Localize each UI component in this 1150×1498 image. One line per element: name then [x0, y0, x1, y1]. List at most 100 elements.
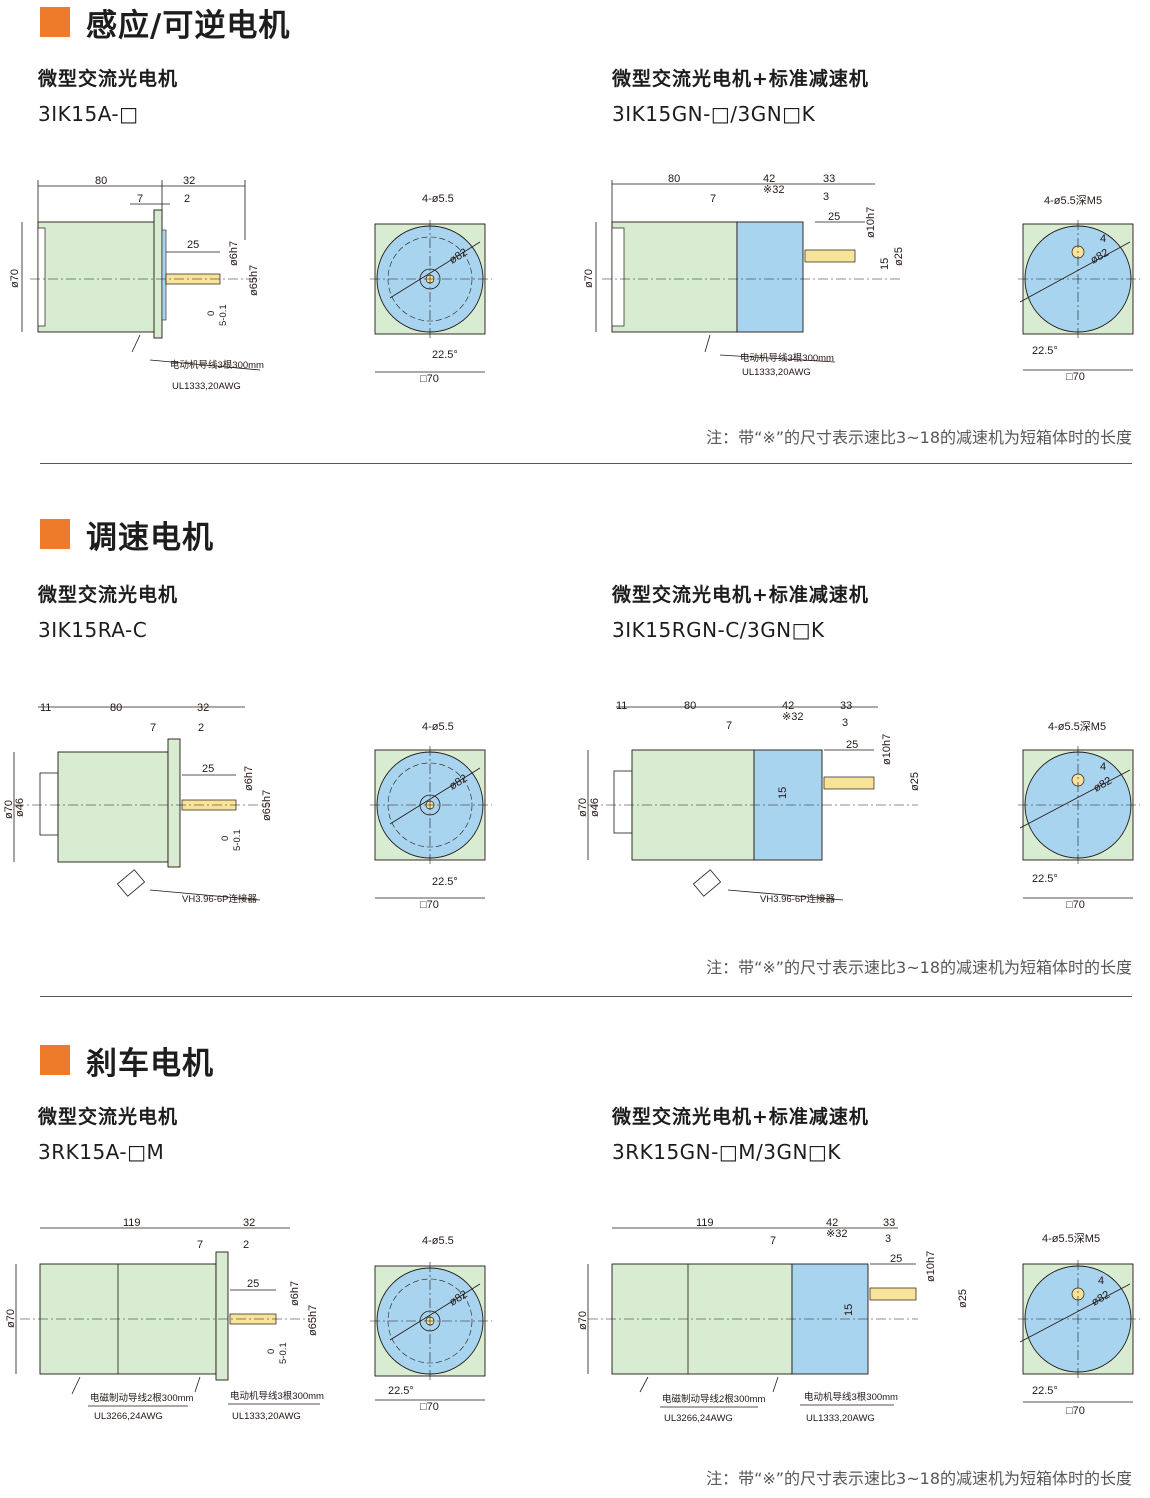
- svg-text:3: 3: [823, 191, 829, 203]
- right-label: 微型交流光电机+标准减速机: [612, 1106, 869, 1128]
- svg-text:ø25: ø25: [909, 772, 921, 791]
- section-divider: [40, 463, 1132, 464]
- svg-text:UL3266,24AWG: UL3266,24AWG: [664, 1413, 733, 1424]
- svg-text:3: 3: [842, 717, 848, 729]
- svg-text:4: 4: [1100, 233, 1106, 245]
- section-marker-icon: [40, 519, 70, 549]
- svg-text:ø25: ø25: [957, 1289, 969, 1308]
- svg-text:※32: ※32: [782, 711, 803, 723]
- front-view-drawing: 4-ø5.5深M5 4 ø82 22.5° □70: [1018, 1232, 1140, 1417]
- left-label: 微型交流光电机: [38, 68, 179, 90]
- svg-text:□70: □70: [420, 373, 439, 385]
- svg-text:电动机导线3根300mm: 电动机导线3根300mm: [740, 352, 834, 364]
- svg-text:80: 80: [684, 700, 696, 712]
- svg-text:ø70: ø70: [577, 1311, 589, 1330]
- svg-text:4-ø5.5深M5: 4-ø5.5深M5: [1048, 720, 1106, 733]
- section-title-speed: 调速电机: [40, 514, 214, 556]
- svg-text:2: 2: [243, 1239, 249, 1251]
- section-marker-icon: [40, 1045, 70, 1075]
- svg-text:33: 33: [823, 173, 835, 185]
- side-view-drawing: 11 80 42 ※32 33 3 7 25 ø70 ø46 15 ø10h7 …: [577, 700, 921, 905]
- svg-text:ø10h7: ø10h7: [881, 734, 893, 765]
- svg-text:5-0.1: 5-0.1: [278, 1342, 289, 1364]
- svg-text:4: 4: [1098, 1275, 1104, 1287]
- svg-text:ø10h7: ø10h7: [865, 207, 877, 238]
- front-view-drawing: 4-ø5.5深M5 4 ø82 22.5° □70: [1018, 720, 1140, 911]
- svg-text:ø10h7: ø10h7: [925, 1251, 937, 1282]
- svg-text:ø70: ø70: [577, 798, 589, 817]
- svg-text:□70: □70: [420, 1401, 439, 1413]
- svg-text:□70: □70: [1066, 371, 1085, 383]
- left-model: 3IK15RA-C: [38, 618, 148, 642]
- svg-text:5-0.1: 5-0.1: [232, 829, 243, 851]
- svg-text:7: 7: [197, 1239, 203, 1251]
- svg-text:42: 42: [763, 173, 775, 185]
- svg-text:15: 15: [843, 1304, 855, 1316]
- front-view-drawing: 4-ø5.5 ø82 22.5° □70: [370, 193, 492, 385]
- svg-text:33: 33: [840, 700, 852, 712]
- svg-text:22.5°: 22.5°: [388, 1385, 414, 1397]
- svg-text:ø70: ø70: [5, 1309, 17, 1328]
- section-marker-icon: [40, 7, 70, 37]
- svg-text:※32: ※32: [763, 184, 784, 196]
- svg-text:电动机导线3根300mm: 电动机导线3根300mm: [804, 1391, 898, 1403]
- right-model: 3IK15RGN-C/3GN□K: [612, 618, 825, 642]
- note-text: 注：带“※”的尺寸表示速比3~18的减速机为短箱体时的长度: [706, 428, 1132, 447]
- front-view-drawing: 4-ø5.5 ø82 22.5° □70: [370, 721, 492, 911]
- svg-text:0: 0: [206, 311, 217, 316]
- svg-text:※32: ※32: [826, 1228, 847, 1240]
- svg-text:电动机导线3根300mm: 电动机导线3根300mm: [230, 1390, 324, 1402]
- svg-text:80: 80: [95, 175, 107, 187]
- svg-text:□70: □70: [420, 899, 439, 911]
- side-view-drawing: 119 42 ※32 33 3 7 25 ø70 15 ø10h7 ø25 电磁…: [577, 1217, 969, 1424]
- svg-text:119: 119: [696, 1217, 714, 1229]
- svg-text:32: 32: [197, 702, 209, 714]
- svg-text:ø65h7: ø65h7: [248, 265, 260, 296]
- svg-text:ø70: ø70: [583, 269, 595, 288]
- svg-text:ø46: ø46: [589, 798, 601, 817]
- note-text: 注：带“※”的尺寸表示速比3~18的减速机为短箱体时的长度: [706, 1469, 1132, 1488]
- svg-text:ø65h7: ø65h7: [307, 1305, 319, 1336]
- svg-text:ø70: ø70: [3, 800, 15, 819]
- svg-text:UL3266,24AWG: UL3266,24AWG: [94, 1411, 163, 1422]
- side-view-drawing: 80 42 ※32 33 3 7 25 ø70 ø10h7 15 ø25 电动机…: [583, 173, 905, 378]
- section-title-induction: 感应/可逆电机: [40, 2, 290, 44]
- svg-text:VH3.96-6P连接器: VH3.96-6P连接器: [182, 893, 257, 905]
- svg-text:电磁制动导线2根300mm: 电磁制动导线2根300mm: [662, 1393, 766, 1405]
- left-model: 3IK15A-□: [38, 102, 139, 126]
- svg-text:ø6h7: ø6h7: [228, 241, 240, 266]
- svg-text:ø70: ø70: [9, 269, 21, 288]
- svg-text:UL1333,20AWG: UL1333,20AWG: [232, 1411, 301, 1422]
- svg-text:7: 7: [770, 1235, 776, 1247]
- svg-text:22.5°: 22.5°: [1032, 873, 1058, 885]
- svg-text:15: 15: [879, 258, 891, 270]
- note-text: 注：带“※”的尺寸表示速比3~18的减速机为短箱体时的长度: [706, 958, 1132, 977]
- svg-text:15: 15: [777, 787, 789, 799]
- svg-text:11: 11: [40, 702, 51, 714]
- svg-text:ø25: ø25: [893, 247, 905, 266]
- svg-text:电磁制动导线2根300mm: 电磁制动导线2根300mm: [90, 1392, 194, 1404]
- svg-text:25: 25: [890, 1253, 902, 1265]
- right-label: 微型交流光电机+标准减速机: [612, 68, 869, 90]
- svg-text:25: 25: [828, 211, 840, 223]
- svg-text:0: 0: [220, 836, 231, 841]
- side-view-drawing: 11 80 32 7 2 25 ø70 ø46 ø6h7 ø65h7 5-0.1…: [3, 702, 273, 905]
- svg-text:UL1333,20AWG: UL1333,20AWG: [172, 381, 241, 392]
- svg-text:32: 32: [243, 1217, 255, 1229]
- right-label: 微型交流光电机+标准减速机: [612, 584, 869, 606]
- svg-text:ø46: ø46: [14, 798, 26, 817]
- svg-text:25: 25: [247, 1278, 259, 1290]
- svg-text:UL1333,20AWG: UL1333,20AWG: [742, 367, 811, 378]
- section-divider: [40, 996, 1132, 997]
- svg-text:25: 25: [846, 739, 858, 751]
- svg-text:4-ø5.5: 4-ø5.5: [422, 721, 454, 733]
- svg-text:2: 2: [184, 193, 190, 205]
- svg-text:ø6h7: ø6h7: [243, 766, 255, 791]
- side-view-drawing: 119 32 7 2 25 ø70 ø6h7 ø65h7 5-0.1 0 电磁制…: [5, 1217, 324, 1422]
- svg-text:□70: □70: [1066, 899, 1085, 911]
- svg-text:ø6h7: ø6h7: [289, 1281, 301, 1306]
- svg-text:80: 80: [668, 173, 680, 185]
- right-model: 3RK15GN-□M/3GN□K: [612, 1140, 841, 1164]
- svg-text:119: 119: [123, 1217, 141, 1229]
- svg-text:22.5°: 22.5°: [1032, 345, 1058, 357]
